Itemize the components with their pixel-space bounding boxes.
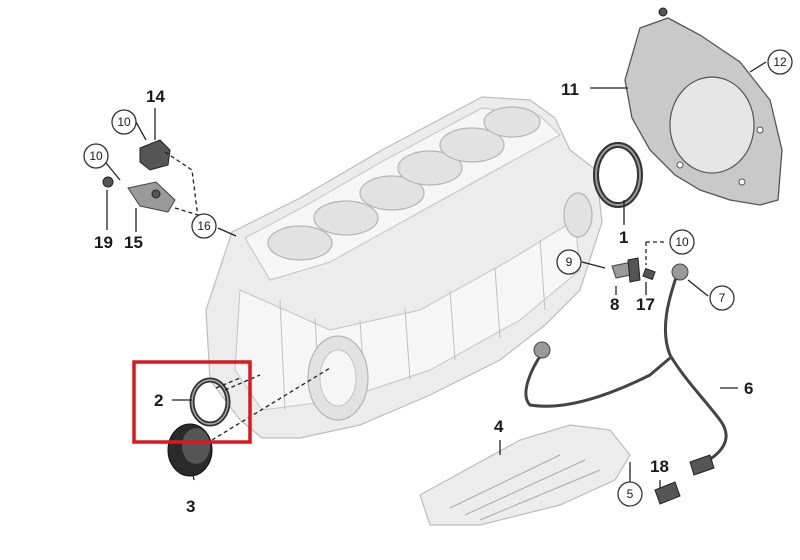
part-label-5: 5 bbox=[627, 487, 634, 501]
part-label-2: 2 bbox=[154, 391, 163, 410]
cylinder-bores bbox=[267, 106, 541, 261]
label-circle-10a bbox=[111, 109, 137, 135]
cover-plate bbox=[624, 7, 783, 206]
oil-deflector-4 bbox=[419, 424, 631, 526]
label-circle-7 bbox=[709, 285, 735, 311]
part-label-15: 15 bbox=[124, 233, 143, 252]
solenoid-valve-14 bbox=[139, 139, 171, 171]
part-label-10c: 10 bbox=[675, 235, 689, 249]
part-label-9: 9 bbox=[566, 255, 573, 269]
leader-lines bbox=[101, 61, 767, 488]
crankshaft-sensor-8 bbox=[611, 257, 641, 283]
highlight-box bbox=[132, 360, 252, 444]
plug-cap-3 bbox=[167, 423, 213, 477]
part-label-4: 4 bbox=[494, 417, 504, 436]
label-circle-12 bbox=[767, 49, 793, 75]
screw-17 bbox=[642, 267, 656, 281]
radial-seal-1 bbox=[593, 142, 643, 208]
label-circle-10c bbox=[669, 229, 695, 255]
part-label-16: 16 bbox=[197, 219, 211, 233]
label-circle-9 bbox=[556, 249, 582, 275]
part-label-10a: 10 bbox=[117, 115, 131, 129]
label-circle-16 bbox=[191, 213, 217, 239]
connector-18 bbox=[654, 481, 681, 505]
part-label-3: 3 bbox=[186, 497, 195, 516]
knock-sensor-harness-6 bbox=[524, 263, 728, 476]
part-label-6: 6 bbox=[744, 379, 753, 398]
label-circle-10b bbox=[83, 143, 109, 169]
part-labels: 11 12 1 14 10 10 19 15 16 9 10 8 17 7 6 … bbox=[83, 49, 793, 516]
shaft-seal-2 bbox=[189, 377, 231, 427]
part-label-19: 19 bbox=[94, 233, 113, 252]
label-circle-5 bbox=[617, 481, 643, 507]
part-label-18: 18 bbox=[650, 457, 669, 476]
part-label-1: 1 bbox=[619, 228, 628, 247]
part-label-14: 14 bbox=[146, 87, 165, 106]
oil-pressure-valve-15 bbox=[127, 181, 176, 213]
part-label-11: 11 bbox=[561, 80, 579, 99]
part-label-8: 8 bbox=[610, 295, 619, 314]
part-label-7: 7 bbox=[719, 291, 726, 305]
part-label-12: 12 bbox=[773, 55, 787, 69]
part-label-17: 17 bbox=[636, 295, 655, 314]
engine-block bbox=[205, 96, 603, 439]
bolt-19 bbox=[102, 176, 114, 188]
part-label-10b: 10 bbox=[89, 149, 103, 163]
